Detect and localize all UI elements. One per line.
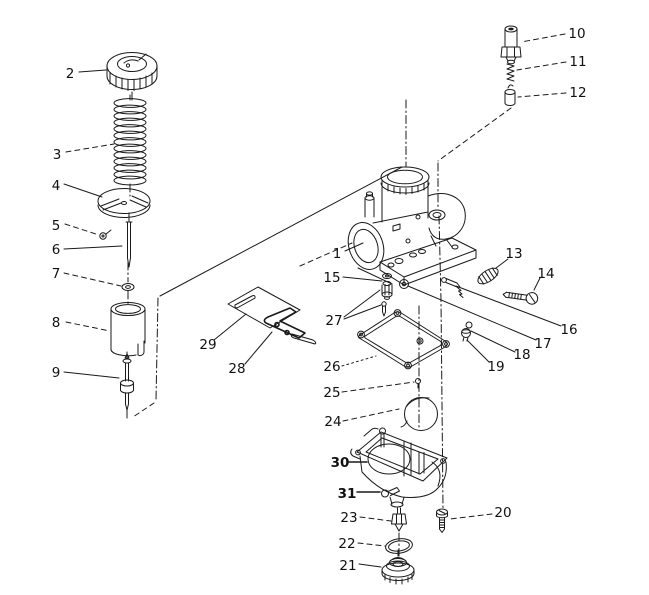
leader-10 <box>520 33 566 43</box>
part-adjuster-nut <box>504 84 516 106</box>
callout-22: 22 <box>338 536 355 552</box>
callout-3: 3 <box>53 147 62 163</box>
part-pilot-jet <box>461 321 473 342</box>
part-needle-jet <box>120 353 134 411</box>
leader-25 <box>341 381 415 393</box>
part-jet-needle <box>125 221 133 268</box>
leader-4 <box>63 183 103 198</box>
part-float <box>400 397 438 431</box>
callout-14: 14 <box>537 266 554 282</box>
callout-9: 9 <box>52 365 61 381</box>
part-plate <box>227 286 301 329</box>
slide-assembly-line-2 <box>132 402 155 418</box>
leader-1 <box>344 242 364 252</box>
part-valve-seat-ring <box>399 279 409 289</box>
callout-17: 17 <box>534 336 551 352</box>
leader-17 <box>407 285 537 341</box>
part-pivot-pin <box>415 378 421 389</box>
part-float-pin <box>381 301 387 317</box>
part-cable-adjuster <box>500 25 522 65</box>
part-cap-nut <box>381 549 415 585</box>
leader-8 <box>65 321 111 332</box>
leader-11 <box>516 61 567 71</box>
leader-9 <box>63 371 120 379</box>
callout-23: 23 <box>340 510 357 526</box>
leader-13 <box>495 258 509 269</box>
callout-11: 11 <box>569 54 586 70</box>
callout-16: 16 <box>560 322 577 338</box>
callout-15: 15 <box>323 270 340 286</box>
bracket-to-body-line <box>299 242 353 267</box>
callout-25: 25 <box>323 385 340 401</box>
callout-30: 30 <box>331 455 350 471</box>
callout-2: 2 <box>66 66 75 82</box>
leader-3 <box>65 143 115 153</box>
callout-5: 5 <box>52 218 61 234</box>
assembly-lines <box>132 107 512 418</box>
leader-29 <box>213 313 247 341</box>
callout-12: 12 <box>569 85 586 101</box>
leader-20 <box>449 513 493 520</box>
leader-24 <box>342 408 400 422</box>
leader-21 <box>358 563 382 568</box>
callouts: 1 2 3 4 5 6 7 8 9 10 11 12 13 14 15 16 1… <box>52 26 587 574</box>
callout-18: 18 <box>513 347 530 363</box>
callout-24: 24 <box>324 414 341 430</box>
part-top-cap <box>106 52 158 91</box>
callout-10: 10 <box>568 26 585 42</box>
part-bracket <box>263 307 317 345</box>
part-drain-screw <box>391 507 407 532</box>
slide-assembly-line <box>159 166 403 297</box>
callout-19: 19 <box>487 359 504 375</box>
leader-18 <box>470 330 516 353</box>
leader-23 <box>359 516 392 522</box>
leader-15 <box>342 276 383 282</box>
leader-26 <box>341 355 377 367</box>
leader-19 <box>466 339 490 363</box>
callout-13: 13 <box>505 246 522 262</box>
callout-6: 6 <box>52 242 61 258</box>
callout-31: 31 <box>338 486 357 502</box>
part-main-jet <box>381 273 393 300</box>
leader-12 <box>517 92 567 98</box>
callout-26: 26 <box>323 359 340 375</box>
part-float-bowl <box>350 427 448 508</box>
callout-28: 28 <box>228 361 245 377</box>
leader-lines <box>63 33 567 568</box>
callout-4: 4 <box>52 178 61 194</box>
leader-22 <box>357 542 386 547</box>
part-adjuster-spring <box>506 63 515 82</box>
leader-16 <box>455 285 562 327</box>
leader-2 <box>78 69 107 73</box>
leader-6 <box>63 245 123 250</box>
leader-7 <box>63 272 122 287</box>
part-needle-clip <box>99 229 112 240</box>
part-spring-seat <box>97 188 151 218</box>
part-carburetor-body <box>347 166 477 286</box>
callout-1: 1 <box>333 246 342 262</box>
leader-27 <box>343 289 382 320</box>
part-idle-spring <box>477 267 499 285</box>
callout-27: 27 <box>325 313 342 329</box>
callout-21: 21 <box>339 558 356 574</box>
callout-29: 29 <box>199 337 216 353</box>
callout-7: 7 <box>52 266 61 282</box>
part-slide-spring <box>113 94 147 186</box>
part-bowl-gasket <box>357 309 450 370</box>
part-washer <box>121 283 135 291</box>
part-throttle-slide <box>110 302 146 357</box>
leader-5 <box>64 223 100 236</box>
part-baffle-clip <box>381 487 400 498</box>
part-o-ring <box>385 538 413 554</box>
leader-28 <box>244 331 273 365</box>
part-bowl-screw <box>436 508 448 533</box>
leader-14 <box>533 277 541 291</box>
callout-8: 8 <box>52 315 61 331</box>
callout-20: 20 <box>494 505 511 521</box>
part-adjusting-screw <box>502 291 539 305</box>
cable-adjuster-line <box>437 107 512 162</box>
